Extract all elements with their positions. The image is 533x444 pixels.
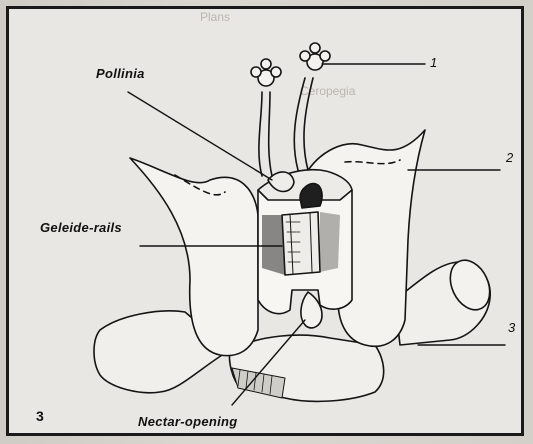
right-stalk-tip xyxy=(300,43,330,70)
left-stalk xyxy=(259,92,262,176)
rail-shadow xyxy=(320,212,340,272)
label-callout-1: 1 xyxy=(430,55,437,70)
label-callout-3: 3 xyxy=(508,320,515,335)
guide-rail xyxy=(282,212,320,275)
label-geleide-rails: Geleide-rails xyxy=(40,220,122,235)
label-nectar-opening: Nectar-opening xyxy=(138,414,238,429)
rail-shadow xyxy=(262,215,285,275)
figure-number: 3 xyxy=(36,408,44,424)
label-callout-2: 2 xyxy=(506,150,513,165)
label-pollinia: Pollinia xyxy=(96,66,145,81)
right-stalk xyxy=(294,78,305,170)
left-stalk-tip xyxy=(251,59,281,86)
